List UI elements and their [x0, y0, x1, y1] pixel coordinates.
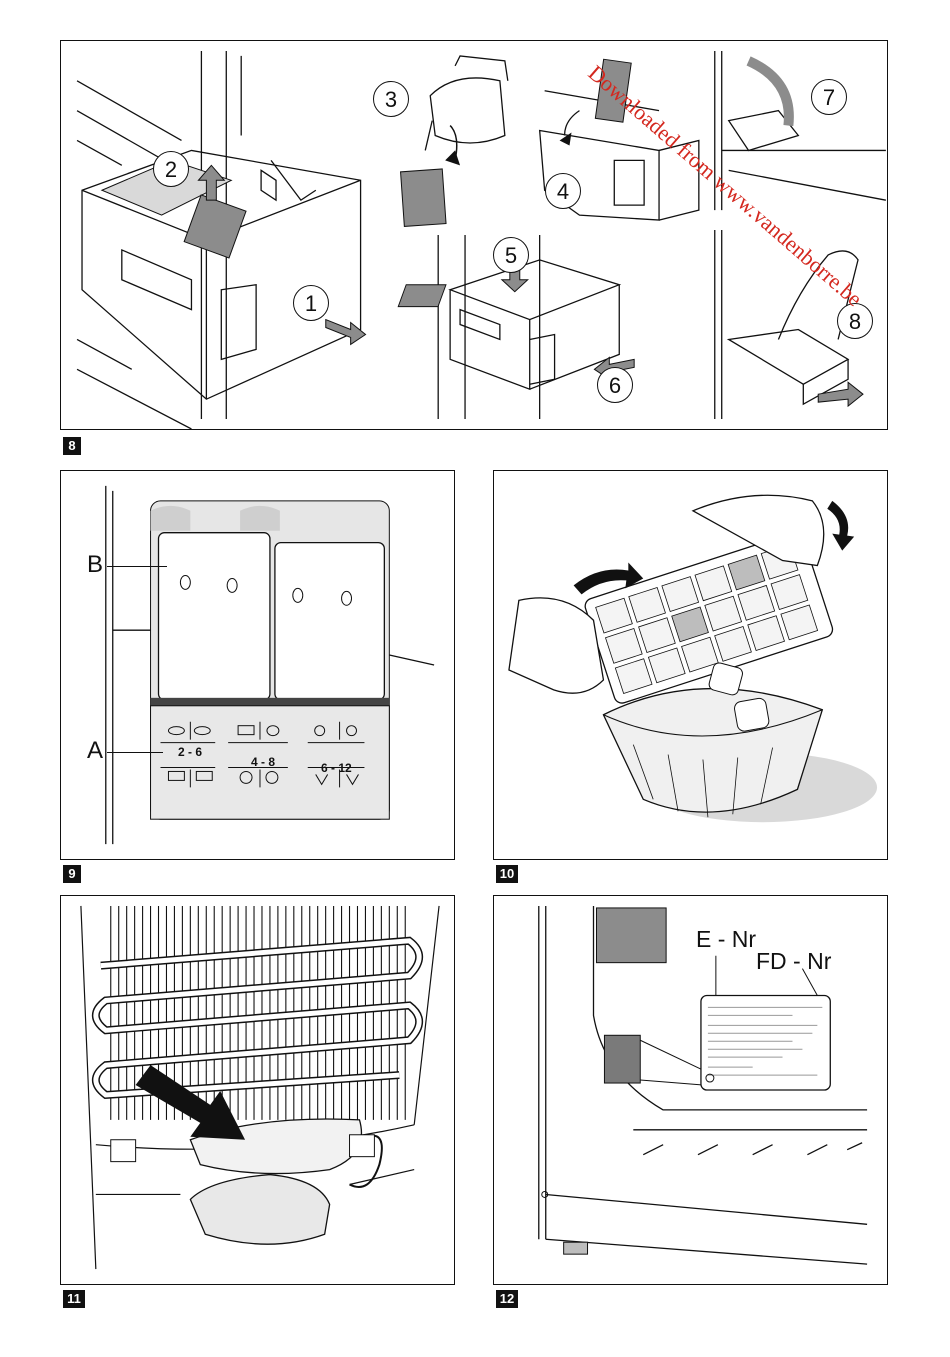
figure-12-panel: E - Nr FD - Nr: [493, 895, 888, 1285]
storage-time-2-6: 2 - 6: [178, 745, 203, 759]
figure-8-panel: 1 2 3 4 5 6 7 8: [60, 40, 888, 430]
figure-number-11: 11: [63, 1290, 85, 1308]
step-7-callout: 7: [811, 79, 847, 115]
figure-10-illustration: [508, 494, 878, 823]
storage-time-6-12: 6 - 12: [321, 761, 352, 775]
step-6-callout: 6: [597, 367, 633, 403]
step-3-callout: 3: [373, 81, 409, 117]
figure-number-12: 12: [496, 1290, 518, 1308]
label-b-leader: [107, 566, 167, 567]
e-nr-label: E - Nr: [696, 926, 757, 952]
storage-time-4-8: 4 - 8: [251, 755, 276, 769]
step-8-callout: 8: [837, 303, 873, 339]
step-2-callout: 2: [153, 151, 189, 187]
figure-number-10: 10: [496, 865, 518, 883]
figure-9-panel: 2 - 6 4 - 8 6 - 12 B A: [60, 470, 455, 860]
label-a-leader: [107, 752, 163, 753]
figure-9-illustration: [105, 485, 435, 845]
figure-10-panel: [493, 470, 888, 860]
label-a: A: [87, 737, 104, 764]
figure-8-illustration: [76, 50, 886, 429]
fd-nr-label: FD - Nr: [756, 948, 832, 974]
step-5-callout: 5: [493, 237, 529, 273]
step-1-callout: 1: [293, 285, 329, 321]
label-b: B: [87, 551, 104, 578]
step-4-callout: 4: [545, 173, 581, 209]
figure-number-9: 9: [63, 865, 81, 883]
figure-11-illustration: [80, 905, 440, 1270]
figure-11-panel: [60, 895, 455, 1285]
figure-12-illustration: [538, 905, 868, 1265]
figure-number-8: 8: [63, 437, 81, 455]
